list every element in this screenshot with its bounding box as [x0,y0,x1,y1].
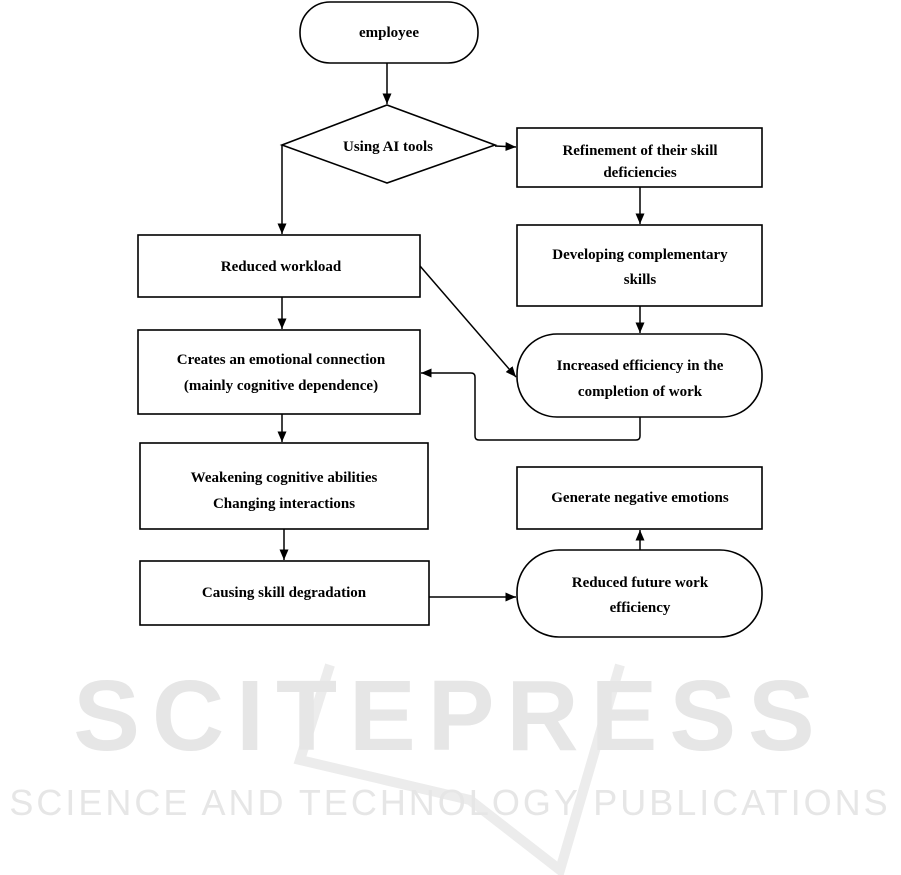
negative-label: Generate negative emotions [551,490,729,506]
future-label-2: efficiency [610,600,671,616]
emotional-label-2: (mainly cognitive dependence) [184,378,378,394]
degradation-label: Causing skill degradation [202,585,367,601]
arrow-reduced-increased [419,265,517,378]
weakening-label-1: Weakening cognitive abilities [191,470,378,486]
watermark-subtitle: SCIENCE AND TECHNOLOGY PUBLICATIONS [9,782,890,823]
refinement-label-2: deficiencies [603,165,676,181]
arrow-ai-refinement [494,142,517,151]
node-employee [299,1,479,64]
refinement-label-1: Refinement of their skill [562,143,717,159]
developing-label-2: skills [624,272,657,288]
node-future [516,549,763,638]
increased-label-2: completion of work [578,384,703,400]
future-label-1: Reduced future work [572,575,709,591]
node-developing [516,224,763,307]
node-emotional [137,329,421,415]
node-negative [516,466,763,530]
weakening-label-2: Changing interactions [213,496,355,512]
emotional-label-1: Creates an emotional connection [177,352,386,368]
connectors [277,63,645,602]
watermark: SCITEPRESS SCIENCE AND TECHNOLOGY PUBLIC… [9,660,890,875]
increased-label-1: Increased efficiency in the [557,358,724,374]
node-increased [516,333,763,418]
employee-label: employee [359,25,419,41]
watermark-title: SCITEPRESS [73,660,827,772]
node-using-ai [279,104,498,184]
watermark-logo-shape [293,663,625,875]
node-weakening [139,442,429,530]
reduced-workload-label: Reduced workload [221,259,342,275]
using-ai-label: Using AI tools [343,139,433,155]
arrow-increased-emotional [421,368,641,441]
node-degradation [139,560,430,626]
developing-label-1: Developing complementary [552,247,728,263]
